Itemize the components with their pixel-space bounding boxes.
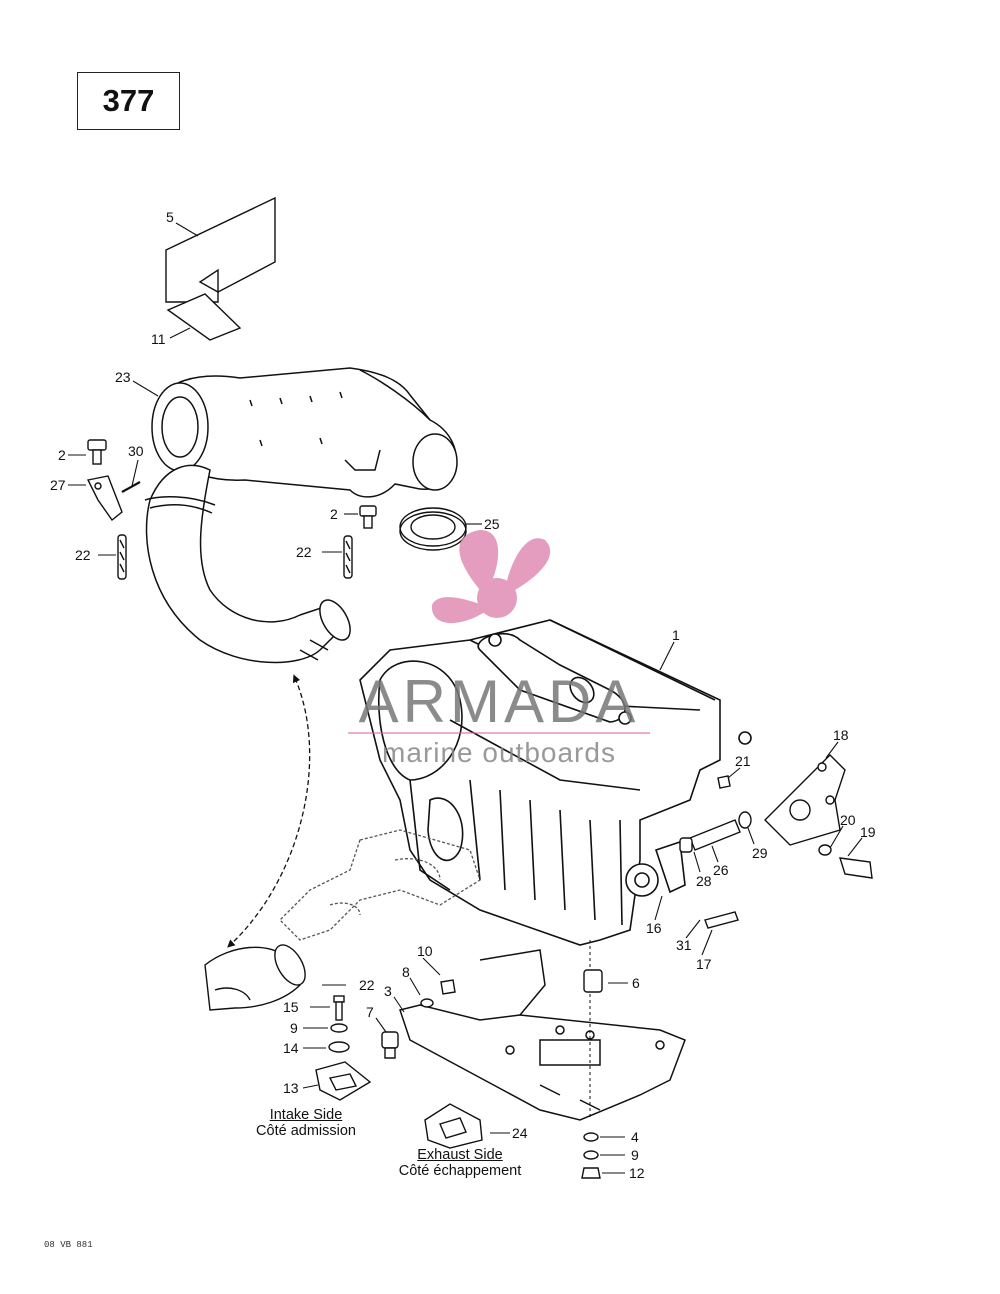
assembly-arrow: [227, 674, 311, 948]
callout-10: 10: [417, 943, 433, 959]
callout-2-left: 2: [58, 447, 66, 463]
page-number: 377: [102, 83, 155, 118]
callout-21: 21: [735, 753, 751, 769]
callout-26: 26: [713, 862, 729, 878]
muffler: [151, 367, 458, 498]
callout-24: 24: [512, 1125, 528, 1141]
callout-22-low: 22: [359, 977, 375, 993]
callout-7: 7: [366, 1004, 374, 1020]
drawing-code: 08 VB 881: [44, 1240, 93, 1250]
watermark-brand: ARMADA: [359, 668, 640, 735]
intake-side-en: Intake Side: [269, 1107, 343, 1123]
propeller-logo: [431, 530, 551, 624]
callout-19: 19: [860, 824, 876, 840]
decal-sheet: [165, 196, 276, 341]
intake-side-label: Intake Side Côté admission: [256, 1107, 356, 1139]
watermark-tagline: marine outboards: [382, 737, 616, 768]
callout-13: 13: [283, 1080, 299, 1096]
callout-16: 16: [646, 920, 662, 936]
intake-manifold: [279, 829, 481, 941]
callout-25: 25: [484, 516, 500, 532]
callout-20: 20: [840, 812, 856, 828]
callout-27: 27: [50, 477, 66, 493]
callout-2-mid: 2: [330, 506, 338, 522]
callout-15: 15: [283, 999, 299, 1015]
callout-5: 5: [166, 209, 174, 225]
callout-31: 31: [676, 937, 692, 953]
page-number-box: 377: [77, 72, 180, 130]
armada-watermark: ARMADA marine outboards: [348, 530, 650, 768]
callout-12: 12: [629, 1165, 645, 1181]
exhaust-side-fr: Côté échappement: [398, 1163, 522, 1179]
right-bracket-hardware: [679, 754, 873, 929]
callout-28: 28: [696, 873, 712, 889]
exhaust-side-mount: [424, 1103, 483, 1149]
callout-3: 3: [384, 983, 392, 999]
callout-22-mid: 22: [296, 544, 312, 560]
exhaust-side-en: Exhaust Side: [417, 1147, 503, 1163]
callout-8: 8: [402, 964, 410, 980]
engine-support: [399, 949, 686, 1121]
leader-lines: [68, 222, 863, 1174]
callout-4: 4: [631, 1129, 639, 1145]
exhaust-gasket: [399, 507, 467, 551]
callout-30: 30: [128, 443, 144, 459]
callout-17: 17: [696, 956, 712, 972]
intake-side-hardware: [315, 979, 456, 1101]
callout-14: 14: [283, 1040, 299, 1056]
callout-23: 23: [115, 369, 131, 385]
exhaust-side-label: Exhaust Side Côté échappement: [390, 1147, 530, 1179]
tail-pipe: [144, 464, 351, 664]
rubber-mount-hardware: [581, 969, 603, 1179]
callout-18: 18: [833, 727, 849, 743]
exhaust-elbow: [204, 944, 306, 1011]
callout-22-left: 22: [75, 547, 91, 563]
intake-side-fr: Côté admission: [256, 1123, 356, 1139]
callout-6: 6: [632, 975, 640, 991]
callout-11: 11: [151, 331, 166, 347]
upper-left-hardware: [86, 439, 377, 580]
callout-labels: 5 11 23 2 30 27 22 2 22 25 1 21 18 20 19…: [50, 209, 876, 1181]
callout-29: 29: [752, 845, 768, 861]
callout-9-left: 9: [290, 1020, 298, 1036]
callout-1: 1: [672, 627, 680, 643]
callout-9-right: 9: [631, 1147, 639, 1163]
engine: [359, 619, 752, 946]
